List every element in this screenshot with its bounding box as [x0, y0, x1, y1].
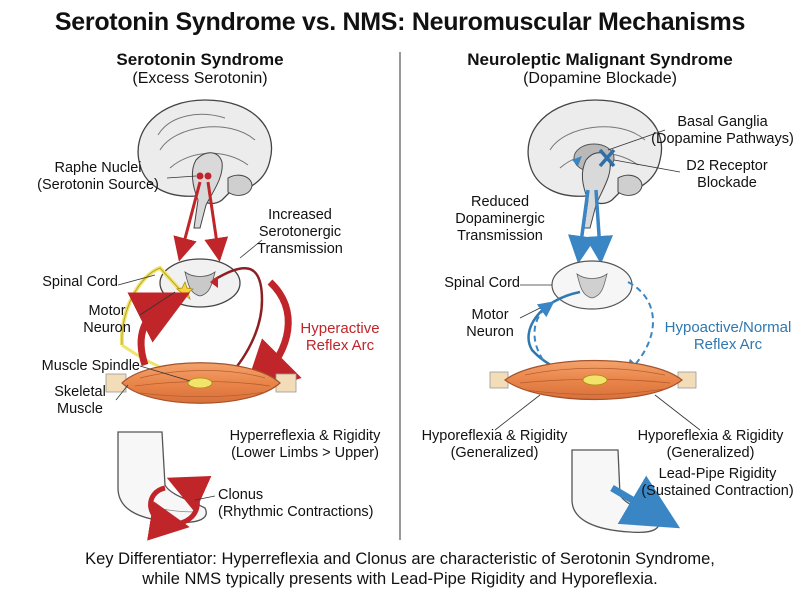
raphe-nuclei-label: Raphe Nuclei (Serotonin Source)	[37, 160, 159, 193]
main-title: Serotonin Syndrome vs. NMS: Neuromuscula…	[54, 8, 746, 36]
lead-pipe-rigidity-label: Lead-Pipe Rigidity (Sustained Contractio…	[641, 466, 794, 499]
clonus-arrow-2	[166, 476, 212, 527]
basal-ganglia-label: Basal Ganglia (Dopamine Pathways)	[651, 114, 794, 147]
hyperreflexia-label: Hyperreflexia & Rigidity (Lower Limbs > …	[229, 428, 381, 461]
right-spinal-cord	[551, 260, 633, 310]
left-panel-subtitle: (Excess Serotonin)	[132, 70, 268, 87]
hyperactive-reflex-arc-label: Hyperactive Reflex Arc	[300, 320, 380, 354]
right-reflex-arrow-up	[533, 301, 555, 361]
right-spinal-cord-label: Spinal Cord	[444, 275, 520, 291]
lead-pipe-arrow	[610, 475, 681, 529]
d2-blockade-x-icon	[598, 148, 616, 168]
right-reflex-arrow-down	[624, 281, 654, 376]
hyporeflexia-left-label: Hyporeflexia & Rigidity (Generalized)	[421, 428, 568, 461]
d2-receptor-label: D2 Receptor Blockade	[686, 158, 768, 191]
hypoactive-reflex-arc-label: Hypoactive/Normal Reflex Arc	[664, 319, 792, 353]
left-motor-neuron-label: Motor Neuron	[83, 303, 131, 336]
left-reflex-arrow-up	[127, 292, 191, 367]
right-panel-subtitle: (Dopamine Blockade)	[523, 70, 677, 87]
left-motor-neuron	[213, 267, 264, 381]
left-foot-illustration	[117, 431, 207, 524]
right-skeletal-muscle	[489, 359, 697, 401]
hyporeflexia-right-label: Hyporeflexia & Rigidity (Generalized)	[637, 428, 784, 461]
right-descending-arrow-2	[585, 189, 614, 264]
clonus-arrow-1	[147, 485, 190, 541]
clonus-label: Clonus (Rhythmic Contractions)	[218, 487, 374, 520]
right-descending-arrow-1	[567, 189, 596, 264]
key-differentiator-note: Key Differentiator: Hyperreflexia and Cl…	[85, 550, 715, 588]
muscle-spindle-label: Muscle Spindle	[41, 358, 140, 374]
left-descending-arrow-1	[173, 181, 202, 262]
increased-transmission-label: Increased Serotonergic Transmission	[257, 207, 343, 257]
reduced-transmission-label: Reduced Dopaminergic Transmission	[455, 194, 545, 244]
right-motor-neuron-label: Motor Neuron	[466, 307, 514, 340]
left-descending-arrow-2	[204, 181, 229, 262]
left-spinal-cord-label: Spinal Cord	[42, 274, 118, 290]
left-skeletal-muscle	[105, 362, 297, 404]
left-panel-title: Serotonin Syndrome	[116, 50, 284, 69]
right-panel-title: Neuroleptic Malignant Syndrome	[467, 50, 733, 69]
skeletal-muscle-label: Skeletal Muscle	[54, 384, 106, 417]
right-brain-illustration	[527, 99, 663, 229]
left-reflex-arrow-down	[242, 279, 302, 398]
